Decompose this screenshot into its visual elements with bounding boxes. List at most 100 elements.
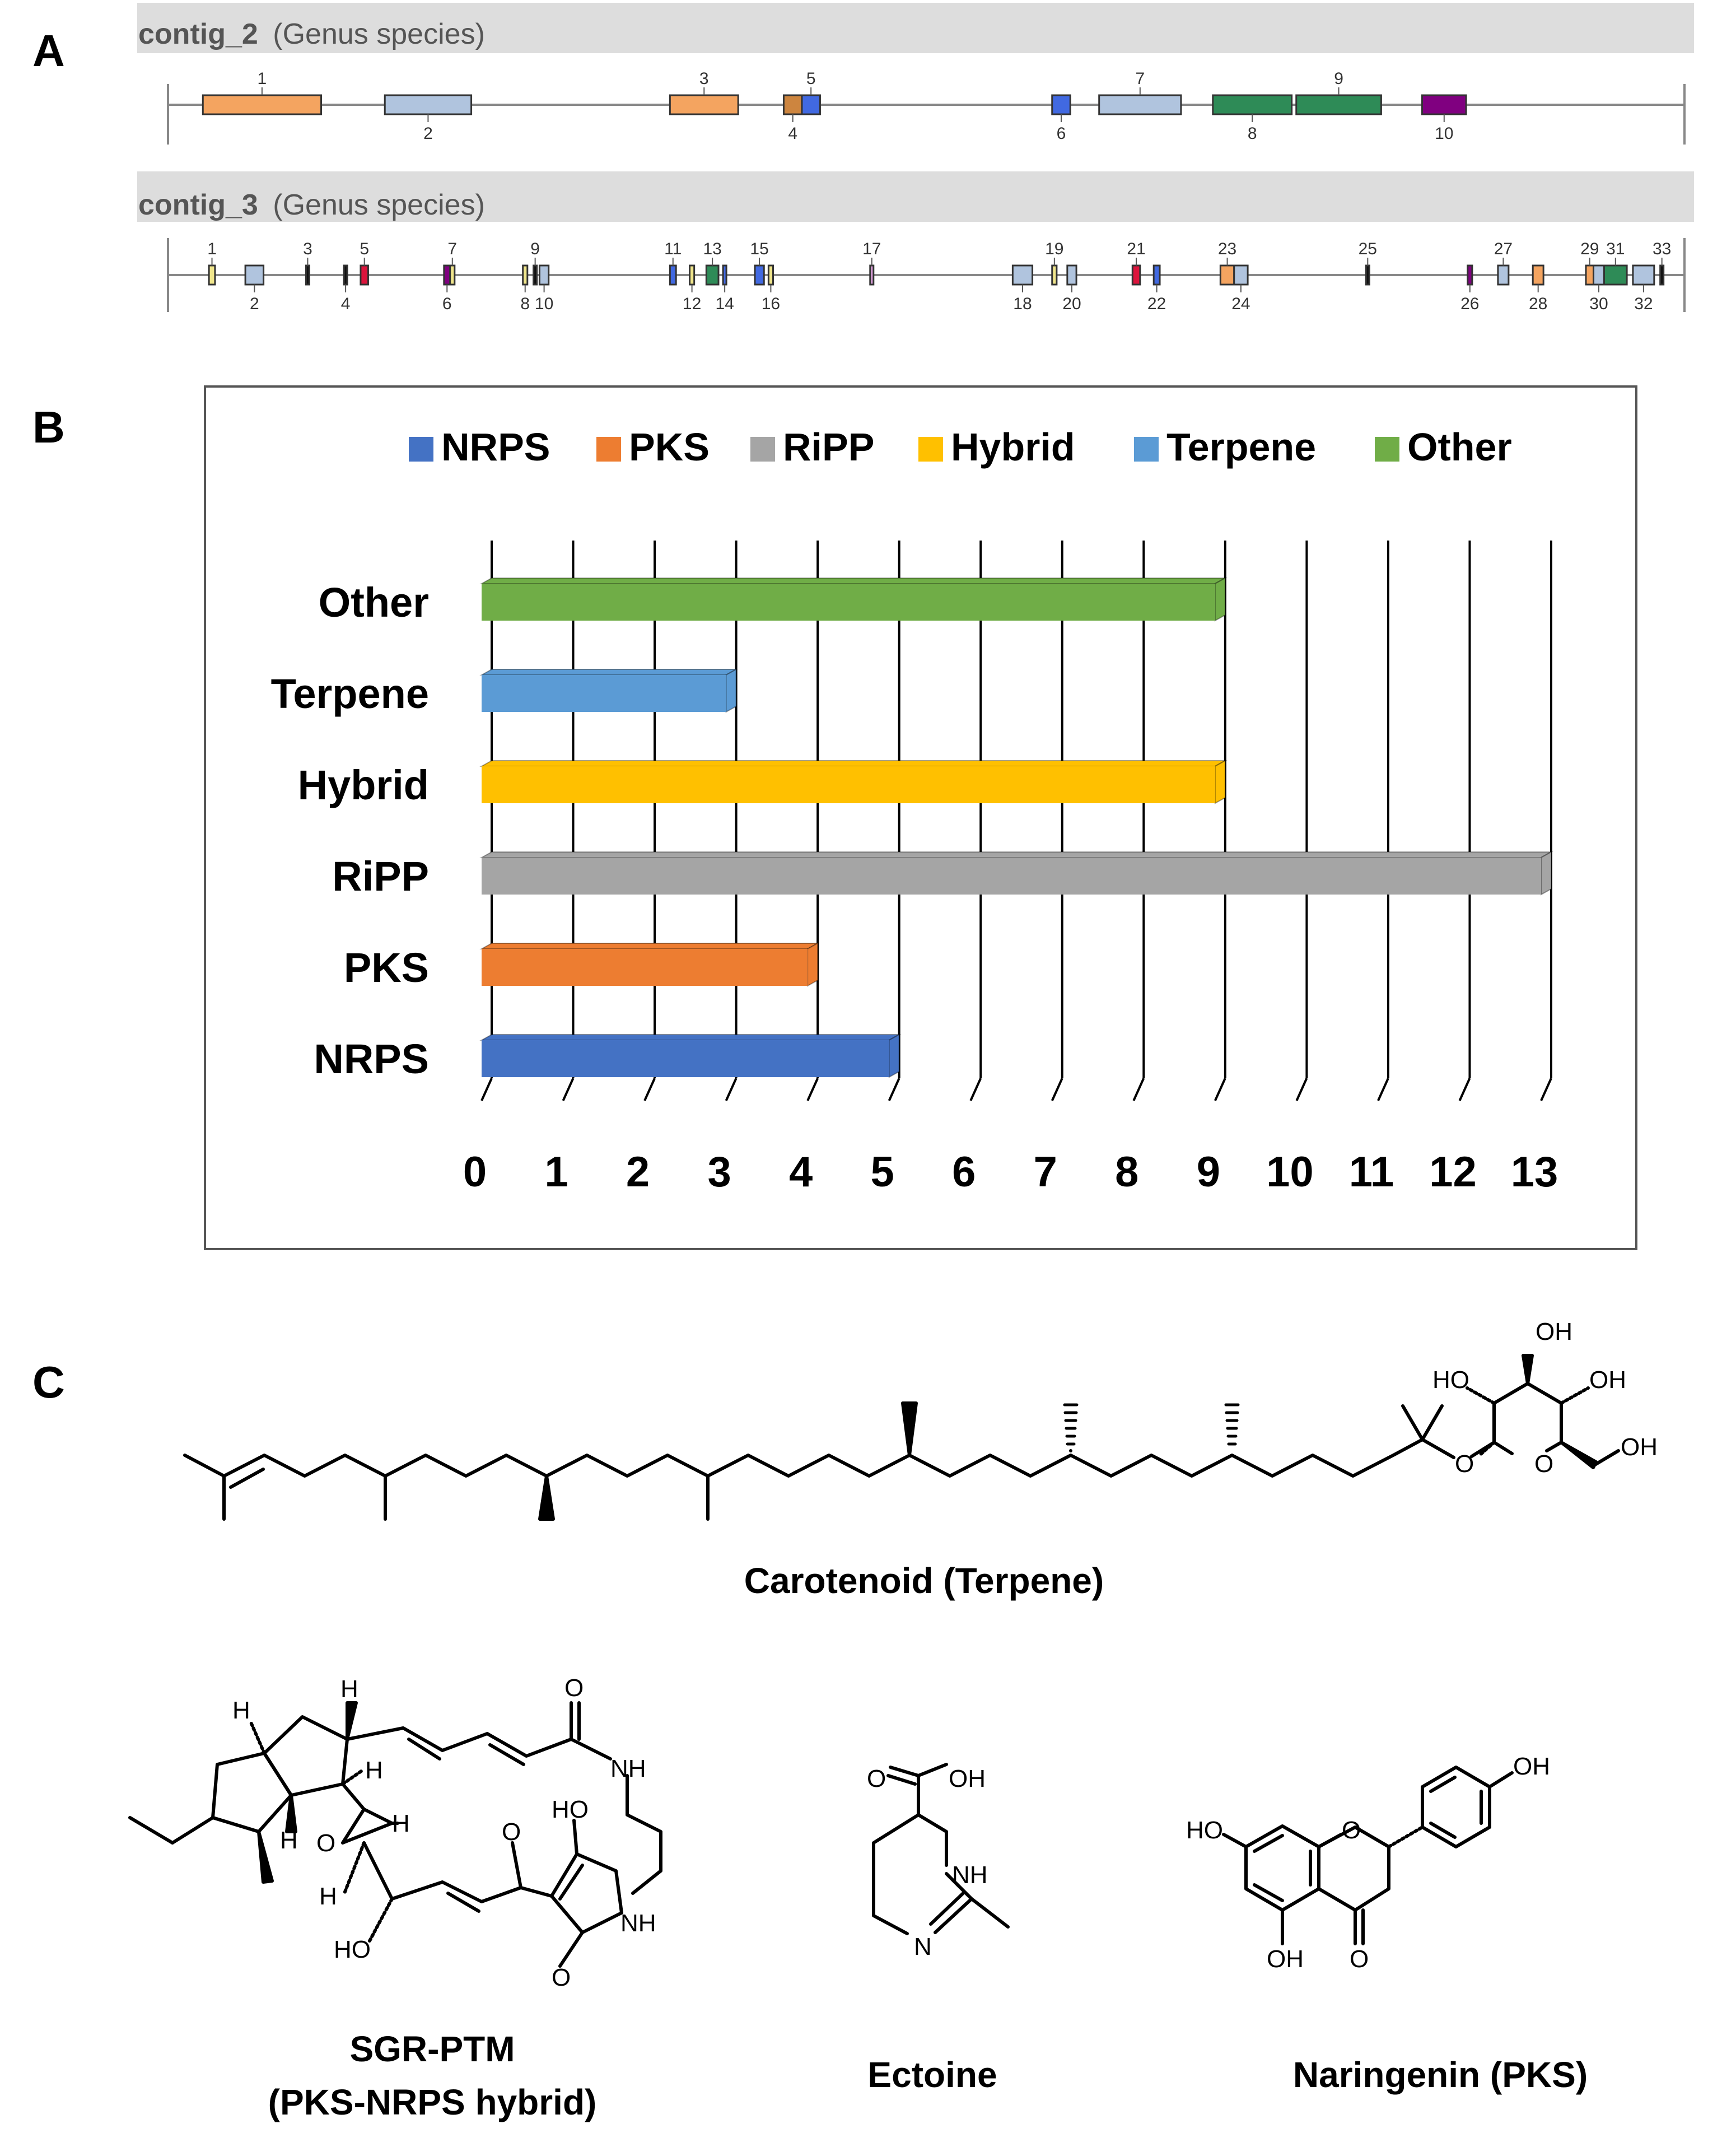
naringenin-atom-o-ketone: O <box>1350 1945 1369 1973</box>
category-label: NRPS <box>314 1036 429 1082</box>
gene-number-label: 6 <box>442 295 452 313</box>
gene-number-label: 23 <box>1218 240 1236 258</box>
category-label: RiPP <box>332 853 429 900</box>
bar[interactable] <box>479 760 1228 804</box>
gene-arrow[interactable] <box>305 264 310 286</box>
gene-number-label: 8 <box>1248 124 1257 143</box>
gene-arrow[interactable] <box>1011 264 1034 286</box>
gene-arrow[interactable] <box>202 94 323 115</box>
grid-line-floor <box>969 1078 982 1101</box>
gene-arrow[interactable] <box>1467 264 1473 286</box>
bar-side-face <box>1214 760 1226 804</box>
naringenin-structure <box>1222 1766 1514 1945</box>
sugar-ring-o-bond <box>1492 1441 1514 1455</box>
gene-arrow[interactable] <box>869 264 875 286</box>
gene-arrow[interactable] <box>1098 94 1182 115</box>
gene-arrow[interactable] <box>1593 264 1605 286</box>
gene-number-label: 21 <box>1127 240 1145 258</box>
sgr-tetramic-db <box>558 1864 584 1901</box>
naringenin-ring-a-db2 <box>1253 1883 1284 1902</box>
gene-arrow[interactable] <box>360 264 369 286</box>
gene-arrow[interactable] <box>754 264 765 286</box>
gene-arrow[interactable] <box>1421 94 1467 115</box>
gene-arrow[interactable] <box>1497 264 1510 286</box>
gene-number-label: 18 <box>1013 295 1032 313</box>
gene-arrow[interactable] <box>1233 264 1249 286</box>
sugar-ring <box>1470 1382 1563 1458</box>
sgr-ptm-structure <box>128 1701 662 1968</box>
panel-label-a: A <box>32 26 65 76</box>
gene-arrow[interactable] <box>533 264 538 286</box>
gene-number-label: 31 <box>1606 240 1625 258</box>
gene-number-label: 30 <box>1589 295 1608 313</box>
bar-front-face <box>482 858 1541 895</box>
gene-arrow[interactable] <box>1365 264 1370 286</box>
gene-arrow[interactable] <box>449 264 456 286</box>
bar-front-face <box>482 675 726 712</box>
gene-number-label: 9 <box>1334 69 1343 88</box>
gene-arrow[interactable] <box>669 264 677 286</box>
grid-line-floor <box>480 1078 493 1101</box>
bar-front-face <box>482 1040 889 1077</box>
sgr-diene-top-db1 <box>407 1738 441 1761</box>
gene-arrow[interactable] <box>722 264 727 286</box>
bar[interactable] <box>479 1033 902 1078</box>
bar-top-face <box>479 577 1228 584</box>
bar[interactable] <box>479 668 739 713</box>
sgr-atom-h-5: H <box>392 1810 410 1837</box>
gene-arrow[interactable] <box>1212 94 1293 115</box>
legend-label: Hybrid <box>951 425 1075 469</box>
bar-top-face <box>479 851 1553 858</box>
chart-grid <box>480 541 1552 1101</box>
gene-number-label: 20 <box>1062 295 1081 313</box>
bar[interactable] <box>479 577 1228 622</box>
ectoine-ring-cn <box>934 1897 973 1934</box>
gene-arrow[interactable] <box>1051 94 1071 115</box>
gene-arrow[interactable] <box>343 264 348 286</box>
bar-side-face <box>888 1033 900 1078</box>
sgr-atom-h-1: H <box>232 1697 250 1724</box>
gene-number-label: 4 <box>788 124 797 143</box>
sgr-atom-o-top: O <box>564 1674 584 1702</box>
gene-number-label: 29 <box>1580 240 1599 258</box>
gene-arrow[interactable] <box>443 264 451 286</box>
sugar-ch2-oh <box>1593 1449 1620 1466</box>
gene-arrow[interactable] <box>1659 264 1665 286</box>
gene-number-label: 17 <box>862 240 881 258</box>
gene-number-label: 10 <box>1435 124 1453 143</box>
gene-arrow[interactable] <box>801 94 821 115</box>
gene-arrow[interactable] <box>1532 264 1544 286</box>
gene-number-label: 3 <box>699 69 709 88</box>
gene-arrow[interactable] <box>669 94 739 115</box>
sgr-h-bond-4 <box>341 1768 365 1786</box>
gene-arrow[interactable] <box>522 264 529 286</box>
sgr-atom-ho: HO <box>334 1936 371 1963</box>
gene-arrow[interactable] <box>1295 94 1382 115</box>
gene-number-label: 27 <box>1494 240 1513 258</box>
gene-arrow[interactable] <box>1066 264 1077 286</box>
gene-arrow[interactable] <box>384 94 473 115</box>
gene-arrow[interactable] <box>1152 264 1161 286</box>
naringenin-atom-o-ring: O <box>1342 1817 1361 1844</box>
gene-arrow[interactable] <box>208 264 216 286</box>
gene-arrow[interactable] <box>767 264 774 286</box>
gene-arrow[interactable] <box>244 264 265 286</box>
gene-arrow[interactable] <box>1051 264 1058 286</box>
bar[interactable] <box>479 942 820 987</box>
gene-arrow[interactable] <box>689 264 696 286</box>
gene-number-label: 1 <box>207 240 217 258</box>
gene-arrow[interactable] <box>1131 264 1141 286</box>
gene-arrow[interactable] <box>1632 264 1655 286</box>
sugar-wedge-ch2 <box>1560 1441 1598 1469</box>
gene-arrow[interactable] <box>782 94 803 115</box>
gene-arrow[interactable] <box>538 264 550 286</box>
gene-arrow[interactable] <box>1603 264 1628 286</box>
naringenin-ring-c <box>1317 1825 1390 1912</box>
gene-arrow[interactable] <box>1219 264 1235 286</box>
gene-arrow[interactable] <box>1585 264 1595 286</box>
gene-arrow[interactable] <box>705 264 720 286</box>
gene-number-label: 32 <box>1634 295 1653 313</box>
bar[interactable] <box>479 851 1553 896</box>
